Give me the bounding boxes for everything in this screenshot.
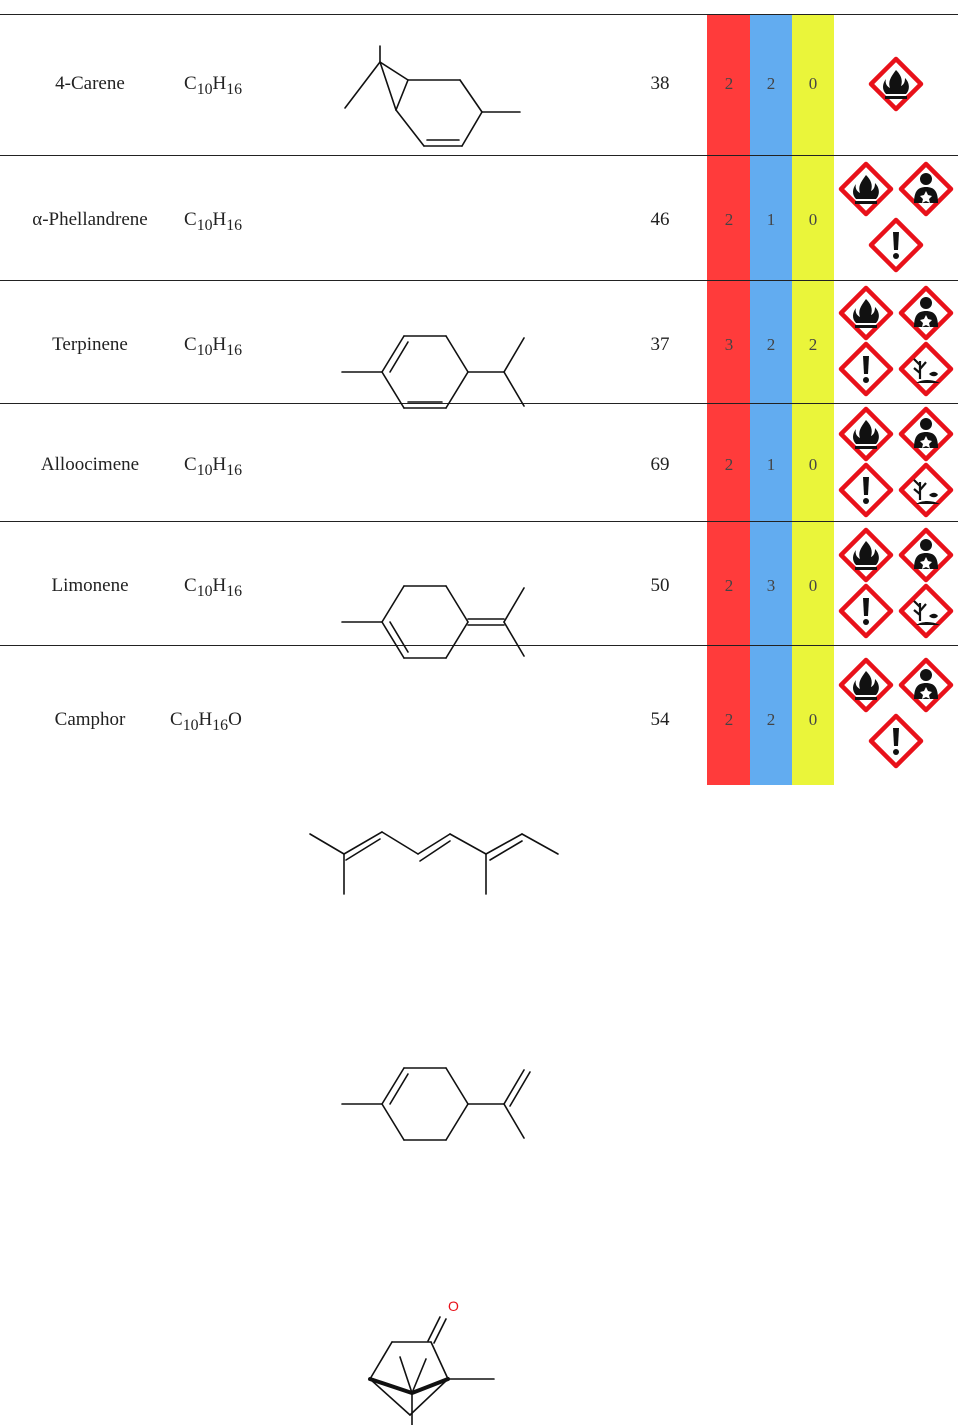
health-hazard-icon: [898, 657, 954, 713]
compound-name: Limonene: [51, 575, 129, 596]
table-row: Alloocimene C10H16 69 2 1 0: [0, 403, 958, 895]
exclamation-icon: [868, 217, 924, 273]
environment-icon: [898, 341, 954, 397]
flame-icon: [868, 56, 924, 112]
molecular-formula: C10H16O: [170, 709, 242, 734]
exclamation-icon: [838, 583, 894, 639]
oxygen-label: O: [448, 1298, 459, 1314]
health-hazard-icon: [898, 527, 954, 583]
health-hazard-icon: [898, 285, 954, 341]
row-divider: [0, 14, 958, 15]
nfpa-reactivity: 0: [808, 455, 818, 474]
exclamation-icon: [868, 713, 924, 769]
nfpa-health: 2: [766, 710, 776, 729]
flash-point: 54: [650, 709, 670, 730]
compound-name: Camphor: [54, 709, 126, 730]
nfpa-reactivity: 0: [808, 576, 818, 595]
table-row: Camphor C10H16O 54 2 2 0 O: [0, 645, 958, 1425]
table-row: 4-Carene C10H16 38 2 2 0: [0, 14, 958, 155]
molecular-formula: C10H16: [184, 454, 243, 479]
flash-point: 37: [650, 334, 670, 355]
structure-camphor: O: [368, 1298, 495, 1425]
hazard-table: 4-Carene C10H16 38 2 2 0 α-Phellandrene …: [0, 14, 958, 1425]
nfpa-health: 1: [766, 210, 776, 229]
row-divider: [0, 645, 958, 646]
flash-point: 46: [650, 209, 670, 230]
nfpa-flammability: 2: [724, 74, 734, 93]
nfpa-health-column: [750, 14, 792, 785]
structure-4-carene: [344, 45, 521, 147]
nfpa-reactivity: 0: [808, 74, 818, 93]
molecular-formula: C10H16: [184, 209, 243, 234]
row-divider: [0, 280, 958, 281]
compound-name: α-Phellandrene: [32, 209, 148, 230]
compound-name: Alloocimene: [40, 454, 140, 475]
molecular-formula: C10H16: [184, 334, 243, 359]
row-divider: [0, 403, 958, 404]
flash-point: 38: [650, 73, 670, 94]
molecular-formula: C10H16: [184, 575, 243, 600]
table-row: α-Phellandrene C10H16 46 2 1 0: [0, 155, 958, 409]
row-divider: [0, 155, 958, 156]
molecular-formula: C10H16: [184, 73, 243, 98]
table-row: Limonene C10H16 50 2 3 0: [0, 521, 958, 1141]
nfpa-health: 2: [766, 335, 776, 354]
nfpa-reactivity: 0: [808, 710, 818, 729]
exclamation-icon: [838, 341, 894, 397]
environment-icon: [898, 462, 954, 518]
structure-alloocimene: [309, 831, 559, 895]
nfpa-flammability: 2: [724, 455, 734, 474]
nfpa-reactivity: 2: [808, 335, 818, 354]
flame-icon: [838, 527, 894, 583]
health-hazard-icon: [898, 161, 954, 217]
compound-name: Terpinene: [52, 334, 128, 355]
flash-point: 69: [650, 454, 670, 475]
health-hazard-icon: [898, 406, 954, 462]
flame-icon: [838, 285, 894, 341]
nfpa-reactivity: 0: [808, 210, 818, 229]
nfpa-flammability: 2: [724, 210, 734, 229]
nfpa-health: 2: [766, 74, 776, 93]
nfpa-health: 3: [766, 576, 776, 595]
flame-icon: [838, 406, 894, 462]
flame-icon: [838, 657, 894, 713]
structure-alpha-phellandrene: [341, 335, 525, 409]
nfpa-health: 1: [766, 455, 776, 474]
nfpa-flammability-column: [707, 14, 750, 785]
structure-terpinene: [341, 585, 525, 659]
nfpa-flammability: 2: [724, 710, 734, 729]
structure-limonene: [341, 1067, 531, 1141]
nfpa-flammability: 2: [724, 576, 734, 595]
flash-point: 50: [650, 575, 670, 596]
exclamation-icon: [838, 462, 894, 518]
flame-icon: [838, 161, 894, 217]
nfpa-reactivity-column: [792, 14, 834, 785]
environment-icon: [898, 583, 954, 639]
table-row: Terpinene C10H16 37 3 2 2: [0, 280, 958, 659]
nfpa-flammability: 3: [724, 335, 734, 354]
compound-name: 4-Carene: [55, 73, 125, 94]
row-divider: [0, 521, 958, 522]
